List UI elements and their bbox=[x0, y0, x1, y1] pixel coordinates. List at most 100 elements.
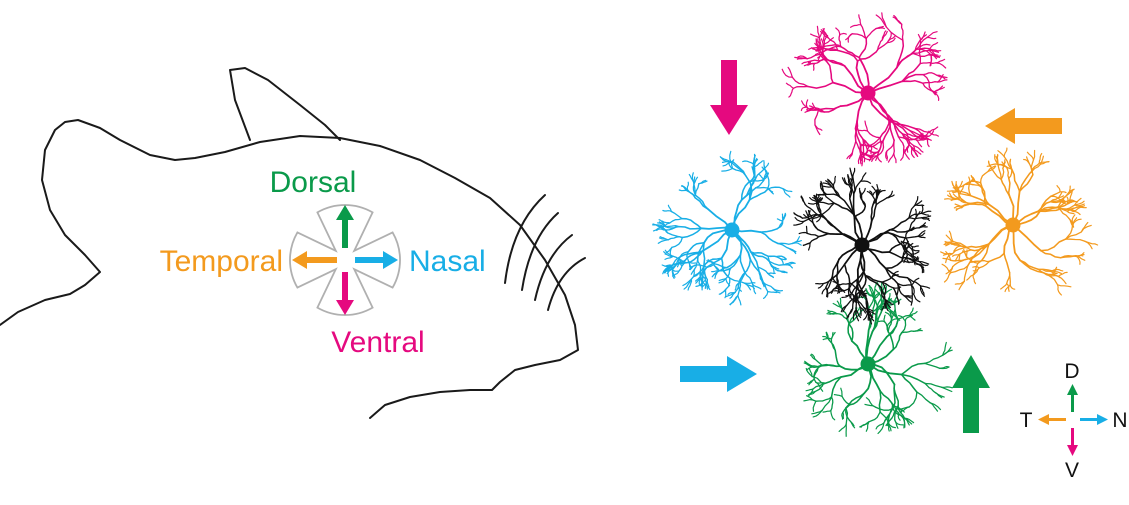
dendrite-branch bbox=[881, 281, 887, 293]
dendrite-branch bbox=[821, 286, 827, 295]
dendrite-branch bbox=[868, 310, 874, 318]
dendrite-branch bbox=[767, 186, 784, 190]
dendrite-branch bbox=[1043, 272, 1060, 278]
dendrite-branch bbox=[807, 81, 834, 89]
dendrite-branch bbox=[892, 286, 902, 289]
dendrite-branch bbox=[845, 392, 865, 409]
dendrite-branch bbox=[752, 283, 757, 295]
dendrite-branch bbox=[875, 194, 878, 206]
dendrite-branch bbox=[955, 207, 963, 211]
dendrite-branch bbox=[919, 43, 931, 48]
dendrite-branch bbox=[922, 73, 930, 88]
dendrite-branch bbox=[898, 407, 905, 413]
dendrite-branch bbox=[914, 200, 923, 207]
dendrite-branch bbox=[822, 376, 842, 385]
compass-v-arrow-icon bbox=[1067, 428, 1078, 456]
dendrite-branch bbox=[830, 410, 836, 421]
dendrite-branch bbox=[1049, 197, 1060, 203]
dendrite-branch bbox=[860, 180, 872, 184]
dendrite-branch bbox=[834, 349, 841, 367]
dendrite-branch bbox=[669, 217, 683, 224]
dendrite-branch bbox=[1059, 191, 1067, 194]
dendrite-branch bbox=[924, 362, 941, 370]
dendrite-branch bbox=[826, 277, 834, 290]
dendrite-branch bbox=[880, 286, 886, 301]
neuron-cluster bbox=[652, 12, 1099, 437]
dendrite-branch bbox=[691, 172, 694, 183]
dendrite-branch bbox=[860, 24, 867, 40]
dendrite-branch bbox=[755, 186, 768, 189]
dendrite-branch bbox=[825, 331, 830, 341]
dendrite-branch bbox=[925, 130, 935, 138]
dendrite-branch bbox=[678, 259, 686, 272]
dendrite-branch bbox=[1057, 271, 1068, 277]
dendrite-branch bbox=[909, 307, 914, 316]
dendrite-branch bbox=[742, 160, 754, 165]
dendrite-branch bbox=[702, 257, 723, 269]
dendrite-branch bbox=[869, 285, 873, 297]
dendrite-branch bbox=[776, 220, 784, 230]
dendrite-branch bbox=[943, 240, 954, 246]
dendrite-branch bbox=[862, 138, 873, 147]
dendrite-branch bbox=[759, 231, 779, 245]
dendrite-branch bbox=[698, 179, 707, 185]
dendrite-branch bbox=[972, 183, 983, 189]
dendrite-branch bbox=[681, 217, 702, 230]
dendrite-branch bbox=[685, 189, 696, 199]
dendrite-branch bbox=[695, 275, 702, 282]
dendrite-branch bbox=[1065, 238, 1086, 242]
dendrite-branch bbox=[839, 297, 843, 309]
dendrite-branch bbox=[914, 196, 919, 207]
dendrite-branch bbox=[972, 267, 980, 272]
dendrite-branch bbox=[782, 188, 793, 193]
dendrite-branch bbox=[928, 86, 938, 94]
dendrite-branch bbox=[763, 160, 765, 170]
dendrite-branch bbox=[816, 201, 822, 215]
dendrite-branch bbox=[848, 184, 853, 200]
dendrite-branch bbox=[687, 241, 705, 253]
dendrite-branch bbox=[794, 217, 805, 223]
dendrite-branch bbox=[824, 44, 842, 48]
dendrite-branch bbox=[862, 138, 865, 153]
dendrite-branch bbox=[811, 218, 819, 231]
dendrite-branch bbox=[871, 154, 880, 162]
dendrite-branch bbox=[812, 383, 824, 390]
dendrite-branch bbox=[696, 241, 705, 260]
dendrite-branch bbox=[814, 108, 820, 126]
dendrite-branch bbox=[979, 170, 989, 184]
dendrite-branch bbox=[724, 288, 727, 299]
dendrite-branch bbox=[714, 263, 728, 269]
dendrite-branch bbox=[788, 247, 797, 253]
dendrite-branch bbox=[832, 175, 836, 187]
dendrite-branch bbox=[887, 331, 895, 351]
dendrite-branch bbox=[925, 136, 930, 148]
dendrite-branch bbox=[926, 31, 938, 39]
dendrite-branch bbox=[1006, 283, 1010, 292]
dendrite-branch bbox=[1026, 151, 1035, 161]
dendrite-branch bbox=[813, 62, 816, 71]
dendrite-branch bbox=[897, 314, 911, 320]
dendrite-branch bbox=[864, 274, 883, 283]
ventral-motion-arrow-icon bbox=[710, 60, 748, 135]
dendrite-branch bbox=[672, 270, 680, 277]
dendrite-branch bbox=[966, 243, 990, 249]
head-contour bbox=[0, 119, 579, 419]
dendrite-branch bbox=[890, 318, 901, 322]
center-cell bbox=[793, 167, 932, 325]
dendrite-branch bbox=[955, 181, 959, 192]
dendrite-branch bbox=[886, 32, 892, 44]
dendrite-branch bbox=[886, 139, 895, 152]
dendrite-branch bbox=[952, 258, 966, 268]
dendrite-branch bbox=[875, 14, 887, 28]
dendrite-branch bbox=[858, 289, 861, 299]
dendrite-branch bbox=[697, 258, 702, 273]
dendrite-branch bbox=[812, 400, 817, 412]
dendrite-branch bbox=[805, 388, 814, 392]
ventral-label: Ventral bbox=[331, 326, 424, 359]
dendrite-branch bbox=[755, 179, 765, 189]
dendrite-branch bbox=[767, 272, 776, 275]
dendrite-branch bbox=[896, 39, 905, 69]
dendrite-branch bbox=[902, 417, 906, 429]
dendrite-branch bbox=[872, 298, 876, 313]
